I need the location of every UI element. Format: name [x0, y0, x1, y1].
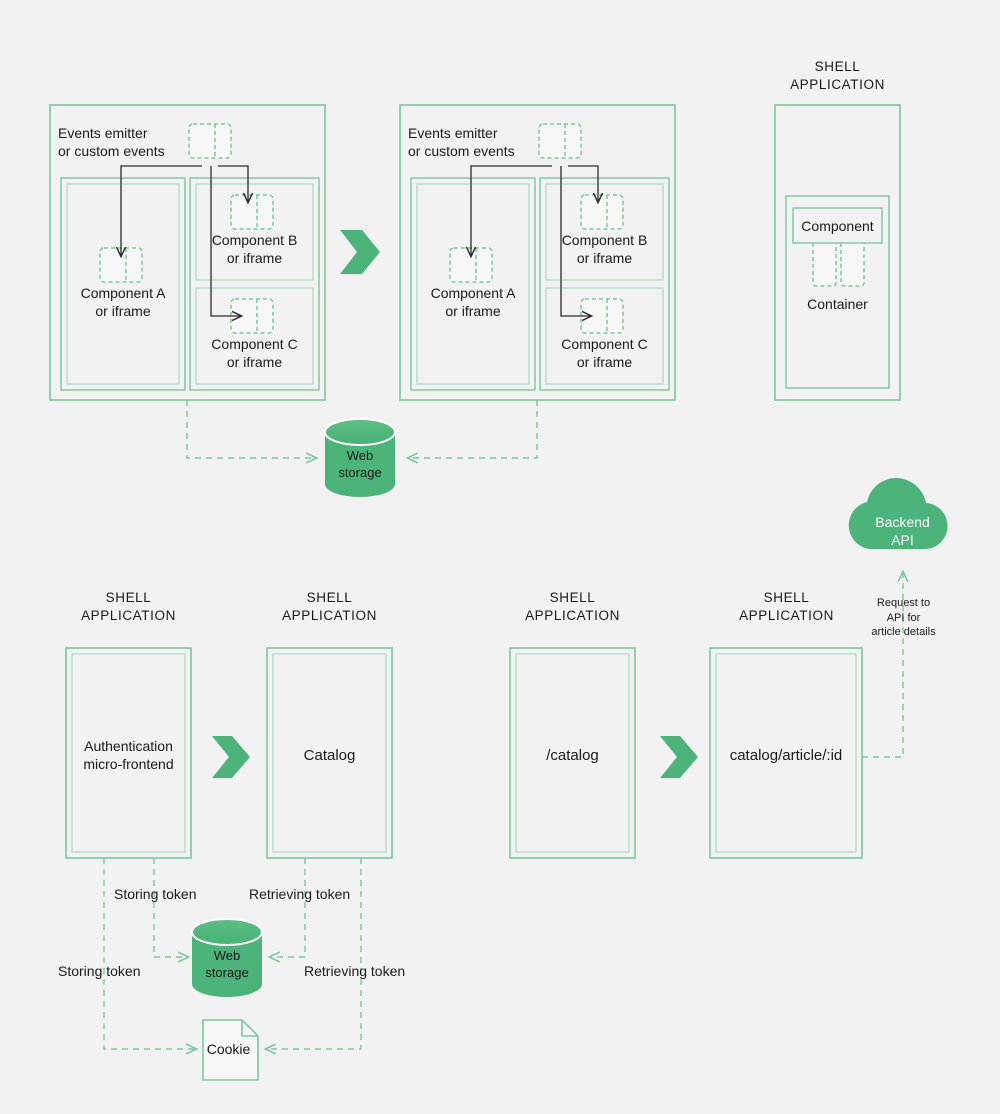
shell-container-label: Container: [807, 296, 868, 312]
connector-to-component-a: [471, 165, 552, 256]
dashed-retrieving-token-webstorage: [270, 858, 306, 957]
step-label-catalog: Catalog: [303, 747, 356, 764]
bottom-step-boxes: [65, 647, 863, 859]
web-storage-label: Web storage: [338, 448, 382, 481]
dashed-link-left-to-storage: [186, 400, 316, 458]
component-a-label: Component A or iframe: [430, 285, 516, 320]
top-panel-right: [399, 104, 676, 401]
storing-token-upper-label: Storing token: [114, 886, 197, 902]
top-storage-links: [186, 400, 538, 458]
connector-to-component-b: [218, 165, 248, 202]
step-label-route: /catalog: [546, 747, 599, 764]
backend-request-label: Request to API for article details: [871, 597, 936, 639]
token-routing-links: [103, 858, 362, 1049]
puzzle-icon: [538, 123, 582, 159]
cookie-document-icon: [202, 1019, 259, 1081]
connector-to-component-c: [560, 166, 591, 316]
retrieving-token-lower-label: Retrieving token: [304, 963, 406, 979]
top-shell-application: [774, 104, 901, 401]
connector-to-component-a: [121, 165, 202, 256]
shell-application-caption: SHELL APPLICATION: [790, 59, 885, 93]
dashed-storing-token-cookie: [103, 858, 196, 1049]
dashed-retrieving-token-cookie: [266, 858, 362, 1049]
shell-caption-article: SHELL APPLICATION: [739, 590, 834, 624]
component-a-label: Component A or iframe: [80, 285, 166, 320]
shell-component-label: Component: [801, 218, 874, 234]
chevron-arrow-step-1: [212, 736, 250, 778]
events-emitter-label: Events emitter or custom events: [58, 125, 165, 160]
connector-to-component-c: [210, 166, 241, 316]
shell-caption-route: SHELL APPLICATION: [525, 590, 620, 624]
chevron-arrow-top: [340, 230, 380, 274]
component-box: [792, 207, 883, 244]
puzzle-icon: [230, 194, 274, 230]
storing-token-lower-label: Storing token: [58, 963, 141, 979]
component-b-label: Component B or iframe: [211, 232, 298, 267]
puzzle-icon: [188, 123, 232, 159]
dashed-storing-token-webstorage: [153, 858, 188, 957]
web-storage-label: Web storage: [205, 948, 249, 981]
step-label-article: catalog/article/:id: [729, 747, 843, 764]
connector-to-component-b: [568, 165, 598, 202]
component-c-label: Component C or iframe: [211, 336, 298, 371]
backend-api-cloud: [848, 478, 948, 550]
backend-request-link: [862, 572, 903, 758]
shell-caption-catalog: SHELL APPLICATION: [282, 590, 377, 624]
component-c-label: Component C or iframe: [561, 336, 648, 371]
backend-api-label: Backend API: [875, 514, 930, 549]
step-label-auth: Authentication micro-frontend: [83, 738, 174, 773]
component-b-label: Component B or iframe: [561, 232, 648, 267]
chevron-arrow-step-2: [660, 736, 698, 778]
puzzle-icon: [812, 243, 865, 287]
puzzle-icon: [580, 194, 624, 230]
shell-caption-auth: SHELL APPLICATION: [81, 590, 176, 624]
events-emitter-label: Events emitter or custom events: [408, 125, 515, 160]
web-storage-cylinder-bottom: [191, 918, 263, 997]
cookie-label: Cookie: [206, 1041, 251, 1057]
web-storage-cylinder-top: [324, 418, 396, 497]
dashed-link-right-to-storage: [408, 400, 538, 458]
retrieving-token-upper-label: Retrieving token: [249, 886, 351, 902]
